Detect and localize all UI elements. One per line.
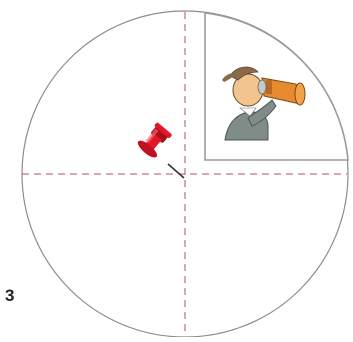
figure-number-label: 3 (5, 286, 14, 306)
